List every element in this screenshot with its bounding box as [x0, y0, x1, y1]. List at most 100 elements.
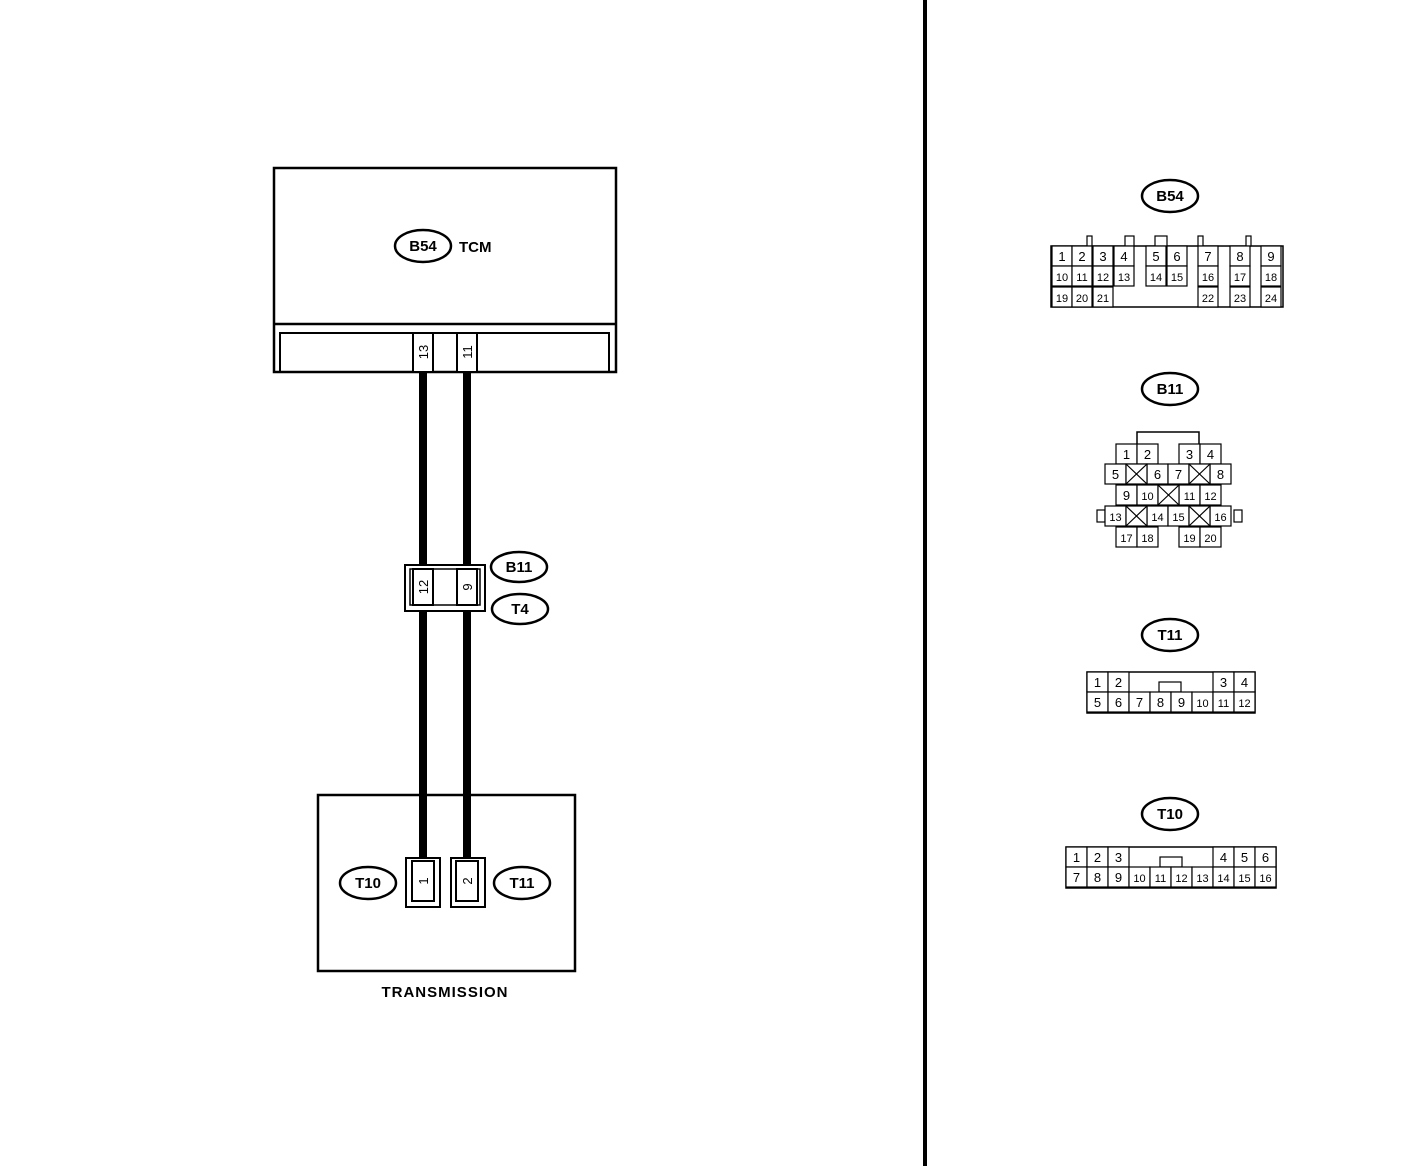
- svg-text:7: 7: [1175, 467, 1182, 482]
- t10-face-label: T10: [1157, 806, 1183, 823]
- t10-pin-12: 12: [1170, 866, 1193, 888]
- svg-text:2: 2: [1094, 850, 1101, 865]
- svg-text:5: 5: [1152, 249, 1159, 264]
- joint-pin-12-label: 12: [416, 580, 431, 594]
- b54-pin-8: 8: [1229, 245, 1251, 267]
- svg-text:8: 8: [1217, 467, 1224, 482]
- svg-text:18: 18: [1265, 272, 1277, 284]
- t10-pin-11: 11: [1149, 866, 1172, 888]
- t4-tag-label: T4: [511, 601, 529, 618]
- t11-pin-12: 12: [1233, 691, 1256, 713]
- b11-pin-12: 12: [1199, 484, 1222, 506]
- b54-pin-17: 17: [1229, 265, 1251, 287]
- svg-text:16: 16: [1214, 512, 1226, 524]
- svg-text:9: 9: [1267, 249, 1274, 264]
- t10-tag-label: T10: [355, 875, 381, 892]
- svg-text:5: 5: [1112, 467, 1119, 482]
- t10-pin-2: 2: [1086, 846, 1109, 868]
- svg-text:12: 12: [1238, 698, 1250, 710]
- transmission-label: TRANSMISSION: [381, 984, 508, 1001]
- b11-pin-6: 6: [1146, 463, 1169, 485]
- svg-text:2: 2: [1144, 447, 1151, 462]
- svg-text:1: 1: [1123, 447, 1130, 462]
- b11-pin-2: 2: [1136, 443, 1159, 465]
- svg-text:14: 14: [1150, 272, 1162, 284]
- harness-wires: [419, 372, 471, 860]
- svg-text:11: 11: [1218, 698, 1229, 710]
- svg-text:20: 20: [1204, 533, 1216, 545]
- t4-connector-tag: [490, 592, 550, 626]
- svg-text:5: 5: [1094, 695, 1101, 710]
- svg-text:9: 9: [1115, 870, 1122, 885]
- b11-blank-cavity: [1188, 505, 1211, 527]
- b11-pin-19: 19: [1178, 526, 1201, 548]
- tcm-label: TCM: [459, 239, 492, 256]
- b-t11-pin-3: 3: [1212, 671, 1235, 693]
- svg-text:13: 13: [1109, 512, 1121, 524]
- svg-text:1: 1: [1058, 249, 1065, 264]
- t10-pin-16: 16: [1254, 866, 1277, 888]
- svg-text:9: 9: [1123, 488, 1130, 503]
- b11-face-label: B11: [1157, 381, 1184, 398]
- t10-pin-6: 6: [1254, 846, 1277, 868]
- b11-pin-4: 4: [1199, 443, 1222, 465]
- joint-pin-9-label: 9: [460, 583, 475, 590]
- b54-pin-2: 2: [1071, 245, 1093, 267]
- b11-pin-18: 18: [1136, 526, 1159, 548]
- b54-face-label: B54: [1156, 188, 1184, 205]
- b11-pin-13: 13: [1104, 505, 1127, 527]
- b54-pin-13: 13: [1113, 265, 1135, 287]
- b11-blank-cavity: [1188, 463, 1211, 485]
- b54-pin-22: 22: [1197, 286, 1219, 308]
- b54-pin-16: 16: [1197, 265, 1219, 287]
- svg-text:15: 15: [1172, 512, 1184, 524]
- t10-pin-15: 15: [1233, 866, 1256, 888]
- b54-pin-6: 6: [1166, 245, 1188, 267]
- svg-text:17: 17: [1234, 272, 1246, 284]
- t10-pin-4: 4: [1212, 846, 1235, 868]
- svg-text:12: 12: [1175, 873, 1187, 885]
- svg-text:20: 20: [1076, 293, 1088, 305]
- svg-text:8: 8: [1094, 870, 1101, 885]
- joint-connector: 12 9 B11 T4: [404, 550, 550, 626]
- b54-pin-4: 4: [1113, 245, 1135, 267]
- tcm-pin-11-label: 11: [460, 345, 475, 359]
- svg-text:3: 3: [1186, 447, 1193, 462]
- b54-face-tag: [1140, 178, 1200, 214]
- svg-text:2: 2: [1078, 249, 1085, 264]
- svg-text:5: 5: [1241, 850, 1248, 865]
- b11-pin-3: 3: [1178, 443, 1201, 465]
- b11-blank-cavity: [1157, 484, 1180, 506]
- t11-face-label: T11: [1157, 627, 1182, 644]
- svg-text:8: 8: [1157, 695, 1164, 710]
- svg-text:23: 23: [1234, 293, 1246, 305]
- svg-text:6: 6: [1154, 467, 1161, 482]
- b54-pin-5: 5: [1145, 245, 1167, 267]
- t11-pin-11: 11: [1212, 691, 1235, 713]
- t10-pin-3: 3: [1107, 846, 1130, 868]
- t10-connector-tag: [338, 865, 398, 901]
- b54-pin-10: 10: [1051, 265, 1073, 287]
- svg-text:10: 10: [1196, 698, 1208, 710]
- b54-tag-label: B54: [409, 238, 437, 255]
- svg-text:7: 7: [1136, 695, 1143, 710]
- b11-blank-cavity: [1125, 463, 1148, 485]
- b11-pin-11: 11: [1178, 484, 1201, 506]
- b54-pin-9: 9: [1260, 245, 1282, 267]
- t11-pin-5: 5: [1086, 691, 1109, 713]
- svg-text:15: 15: [1238, 873, 1250, 885]
- b11-pin-20: 20: [1199, 526, 1222, 548]
- svg-text:14: 14: [1217, 873, 1229, 885]
- svg-text:10: 10: [1056, 272, 1068, 284]
- b11-tag-label: B11: [506, 559, 533, 576]
- svg-text:17: 17: [1120, 533, 1132, 545]
- b11-face-tag: [1140, 371, 1200, 407]
- b-t11-pin-1: 1: [1086, 671, 1109, 693]
- b11-blank-cavity: [1125, 505, 1148, 527]
- b54-pin-7: 7: [1197, 245, 1219, 267]
- svg-text:15: 15: [1171, 272, 1183, 284]
- b11-connector-tag: [489, 550, 549, 584]
- t10-pin-1: 1: [1065, 846, 1088, 868]
